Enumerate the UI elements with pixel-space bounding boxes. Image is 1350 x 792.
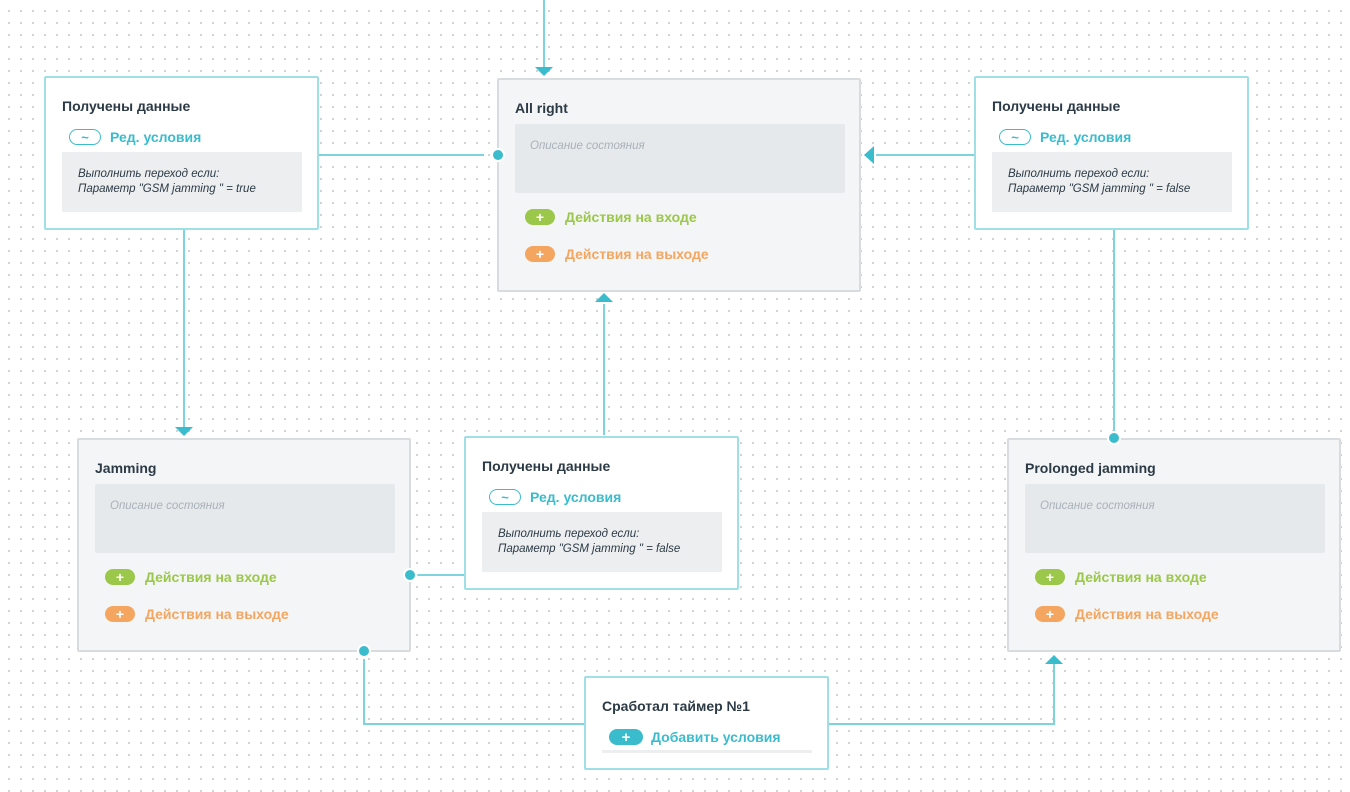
state-title: Jamming xyxy=(95,460,157,476)
plus-icon: + xyxy=(1035,606,1065,622)
transition-title: Получены данные xyxy=(482,458,611,474)
wire-timer-to-prolonged xyxy=(828,662,1055,725)
transition-title: Сработал таймер №1 xyxy=(602,698,750,714)
wire-jamming-to-timer xyxy=(363,659,586,725)
arrow-into-jamming xyxy=(175,427,193,436)
edit-conditions-button[interactable]: ~ Ред. условия xyxy=(489,489,621,505)
add-conditions-label: Добавить условия xyxy=(651,729,781,745)
plus-icon: + xyxy=(105,606,135,622)
transition-title: Получены данные xyxy=(992,98,1121,114)
state-description-field[interactable]: Описание состояния xyxy=(1025,484,1325,553)
plus-icon: + xyxy=(525,209,555,225)
tilde-icon: ~ xyxy=(489,489,521,505)
plus-icon: + xyxy=(609,729,643,745)
exit-actions-button[interactable]: + Действия на выходе xyxy=(525,246,709,262)
transition-title: Получены данные xyxy=(62,98,191,114)
exit-actions-label: Действия на выходе xyxy=(565,246,709,262)
entry-actions-button[interactable]: + Действия на входе xyxy=(1035,569,1207,585)
condition-heading: Выполнить переход если: xyxy=(78,168,220,180)
edit-conditions-button[interactable]: ~ Ред. условия xyxy=(999,129,1131,145)
entry-actions-button[interactable]: + Действия на входе xyxy=(525,209,697,225)
state-title: Prolonged jamming xyxy=(1025,460,1156,476)
state-title: All right xyxy=(515,100,568,116)
transition-data-received-false-right[interactable]: Получены данные ~ Ред. условия Выполнить… xyxy=(974,76,1249,230)
state-prolonged-jamming[interactable]: Prolonged jamming Описание состояния + Д… xyxy=(1007,438,1341,652)
condition-expression: Параметр "GSM jamming " = false xyxy=(1008,183,1191,195)
transition-condition: Выполнить переход если: Параметр "GSM ja… xyxy=(992,152,1232,212)
edit-conditions-label: Ред. условия xyxy=(530,489,622,505)
add-conditions-button[interactable]: + Добавить условия xyxy=(609,729,781,745)
exit-actions-button[interactable]: + Действия на выходе xyxy=(105,606,289,622)
exit-actions-label: Действия на выходе xyxy=(145,606,289,622)
transition-data-received-true[interactable]: Получены данные ~ Ред. условия Выполнить… xyxy=(44,76,319,230)
edit-conditions-label: Ред. условия xyxy=(110,129,202,145)
condition-heading: Выполнить переход если: xyxy=(498,528,640,540)
connector-handle-jamming-right[interactable] xyxy=(403,568,417,582)
condition-heading: Выполнить переход если: xyxy=(1008,168,1150,180)
condition-expression: Параметр "GSM jamming " = true xyxy=(78,183,256,195)
entry-actions-label: Действия на входе xyxy=(1075,569,1207,585)
state-description-field[interactable]: Описание состояния xyxy=(95,484,395,553)
timer-divider xyxy=(602,750,812,753)
exit-actions-button[interactable]: + Действия на выходе xyxy=(1035,606,1219,622)
arrow-into-prolonged xyxy=(1045,655,1063,664)
transition-condition: Выполнить переход если: Параметр "GSM ja… xyxy=(482,512,722,572)
state-description-field[interactable]: Описание состояния xyxy=(515,124,845,193)
edit-conditions-button[interactable]: ~ Ред. условия xyxy=(69,129,201,145)
condition-expression: Параметр "GSM jamming " = false xyxy=(498,543,681,555)
tilde-icon: ~ xyxy=(999,129,1031,145)
plus-icon: + xyxy=(1035,569,1065,585)
state-jamming[interactable]: Jamming Описание состояния + Действия на… xyxy=(77,438,411,652)
entry-actions-label: Действия на входе xyxy=(145,569,277,585)
transition-condition: Выполнить переход если: Параметр "GSM ja… xyxy=(62,152,302,212)
tilde-icon: ~ xyxy=(69,129,101,145)
edit-conditions-label: Ред. условия xyxy=(1040,129,1132,145)
entry-actions-button[interactable]: + Действия на входе xyxy=(105,569,277,585)
state-all-right[interactable]: All right Описание состояния + Действия … xyxy=(497,78,861,292)
connector-handle-jamming-bottom[interactable] xyxy=(357,644,371,658)
arrow-into-all-right-top xyxy=(535,67,553,76)
transition-data-received-false-middle[interactable]: Получены данные ~ Ред. условия Выполнить… xyxy=(464,436,739,590)
transition-timer[interactable]: Сработал таймер №1 + Добавить условия xyxy=(584,676,829,770)
arrow-into-all-right-bottom xyxy=(595,293,613,302)
entry-actions-label: Действия на входе xyxy=(565,209,697,225)
arrow-into-all-right-right xyxy=(864,146,874,164)
connector-handle-prolonged-top[interactable] xyxy=(1107,431,1121,445)
plus-icon: + xyxy=(105,569,135,585)
exit-actions-label: Действия на выходе xyxy=(1075,606,1219,622)
connector-handle-all-right-left[interactable] xyxy=(491,148,505,162)
plus-icon: + xyxy=(525,246,555,262)
